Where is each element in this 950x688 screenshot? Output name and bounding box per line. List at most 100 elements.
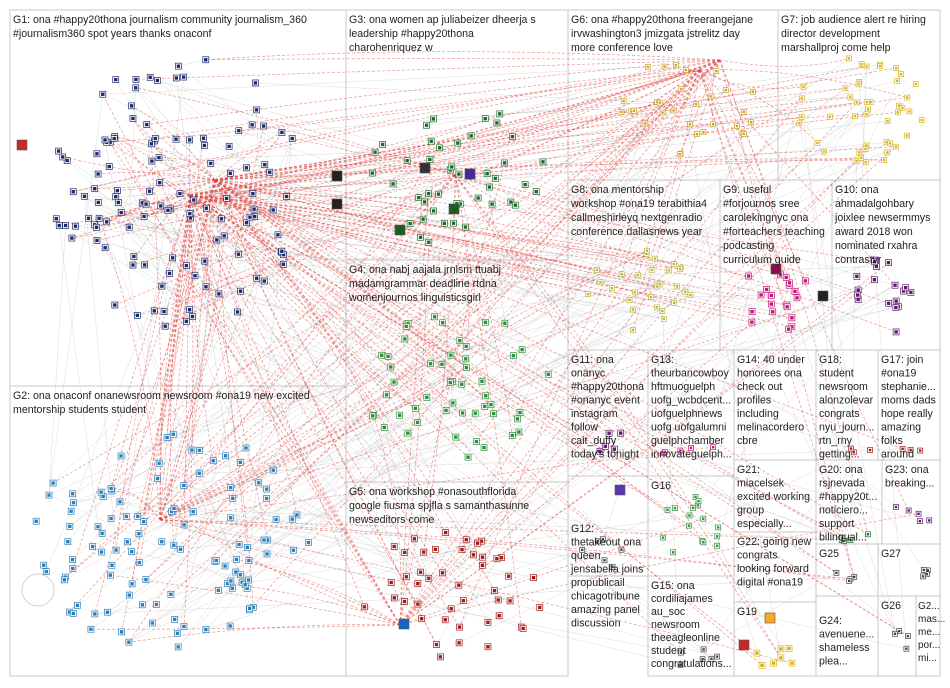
- graph-edge: [98, 172, 216, 181]
- graph-edge: [98, 202, 498, 559]
- vertex-node-fill: [124, 514, 128, 519]
- g13-label-line: uofg uofgalumni: [651, 422, 726, 434]
- g22-label-line: digital #ona19: [737, 577, 803, 589]
- vertex-node-fill: [145, 122, 149, 127]
- vertex-node-fill: [663, 65, 666, 68]
- graph-edge: [699, 69, 790, 286]
- g24-label-line: G24:: [819, 615, 842, 627]
- vertex-node-fill: [513, 203, 518, 207]
- graph-edge: [399, 148, 866, 626]
- graph-edge: [719, 59, 869, 535]
- graph-edge: [58, 225, 99, 527]
- vertex-node-fill: [816, 141, 819, 145]
- vertex-node-fill: [261, 124, 266, 128]
- vertex-node-fill: [440, 321, 445, 325]
- vertex-node-fill: [182, 523, 186, 527]
- vertex-node-fill: [484, 394, 488, 398]
- vertex-node-fill: [109, 516, 113, 521]
- graph-edge: [71, 69, 701, 239]
- vertex-node-fill: [909, 448, 912, 452]
- vertex-node-fill: [96, 172, 100, 176]
- graph-edge: [69, 174, 456, 613]
- graph-edge: [189, 101, 867, 196]
- vertex-node-fill: [54, 217, 58, 221]
- g18-label-line: alonzolevar: [819, 395, 874, 407]
- vertex-node-fill: [392, 380, 396, 384]
- g9-label-line: podcasting: [723, 240, 774, 252]
- vertex-node-fill: [853, 575, 856, 579]
- vertex-node-fill: [197, 471, 201, 475]
- vertex-node-fill: [607, 431, 611, 435]
- vertex-node-fill: [223, 454, 228, 458]
- vertex-node-fill: [152, 309, 156, 313]
- vertex-node-fill: [866, 533, 870, 536]
- g17-label-line: G17: join: [881, 354, 924, 366]
- graph-edge: [99, 194, 191, 219]
- vertex-node-fill: [422, 200, 427, 204]
- graph-edge: [637, 266, 877, 276]
- vertex-node-fill: [231, 496, 235, 501]
- graph-edge: [132, 118, 191, 196]
- vertex-node-fill: [203, 259, 207, 263]
- g22-label-line: congrats: [737, 550, 778, 562]
- graph-edge: [248, 560, 681, 666]
- vertex-node-fill: [520, 347, 524, 352]
- vertex-node-fill: [457, 172, 461, 176]
- vertex-node-fill: [491, 411, 496, 416]
- graph-edge: [157, 80, 493, 205]
- graph-edge: [67, 172, 373, 542]
- graph-edge: [490, 291, 686, 405]
- graph-edge: [132, 118, 446, 533]
- vertex-profile-node: [419, 162, 431, 174]
- vertex-node-fill: [252, 207, 256, 211]
- graph-edge: [214, 179, 439, 199]
- g9-label: G9: useful #forjournos sree carolekingny…: [723, 184, 828, 266]
- vertex-node-fill: [710, 657, 713, 660]
- vertex-node-fill: [750, 121, 753, 124]
- vertex-node-fill: [894, 66, 898, 70]
- vertex-node-fill: [598, 449, 602, 454]
- graph-edge: [199, 450, 664, 538]
- graph-edge: [719, 59, 855, 577]
- vertex-node-fill: [193, 274, 197, 278]
- g12-label-line: G12:: [571, 523, 594, 535]
- g12-label-line: propublicail: [571, 577, 625, 589]
- g3-label-line: leadership #happy20thona: [349, 28, 474, 40]
- g6-label-line: more conference love: [571, 42, 673, 54]
- g16-label-line: G16: [651, 480, 671, 492]
- g7-label-line: G7: job audience alert re hiring: [781, 14, 926, 26]
- graph-edge: [189, 194, 416, 409]
- graph-edge: [157, 80, 719, 528]
- graph-edge: [471, 59, 721, 137]
- g15-label-line: cordiliajames: [651, 593, 713, 605]
- graph-edge: [286, 196, 430, 579]
- vertex-node-fill: [909, 290, 913, 295]
- vertex-node-fill: [885, 141, 888, 144]
- vertex-node-fill: [182, 483, 186, 488]
- vertex-node-fill: [71, 190, 75, 194]
- vertex-node-fill: [918, 449, 922, 452]
- graph-edge: [214, 179, 845, 542]
- vertex-node-fill: [663, 450, 666, 454]
- graph-edge: [171, 511, 401, 626]
- vertex-node-fill: [182, 624, 186, 629]
- graph-edge: [94, 188, 604, 540]
- graph-edge: [189, 194, 453, 382]
- vertex-node-fill: [724, 88, 727, 92]
- vertex-node-fill: [94, 225, 99, 229]
- graph-edge: [399, 98, 803, 626]
- vertex-node-fill: [118, 500, 122, 504]
- vertex-node-fill: [689, 293, 692, 297]
- vertex-node-fill: [157, 155, 161, 160]
- vertex-node-fill: [132, 254, 136, 259]
- g28-label-line: G2...: [918, 601, 940, 612]
- vertex-node-fill: [786, 327, 791, 331]
- vertex-profile-node: [817, 290, 829, 302]
- vertex-node-fill: [131, 116, 135, 121]
- graph-edge: [445, 160, 857, 620]
- graph-edge: [189, 194, 851, 541]
- graph-edge: [399, 146, 897, 626]
- g10-label-line: nominated rxahra: [835, 240, 918, 252]
- vertex-node-fill: [176, 645, 180, 649]
- graph-edge: [73, 59, 721, 193]
